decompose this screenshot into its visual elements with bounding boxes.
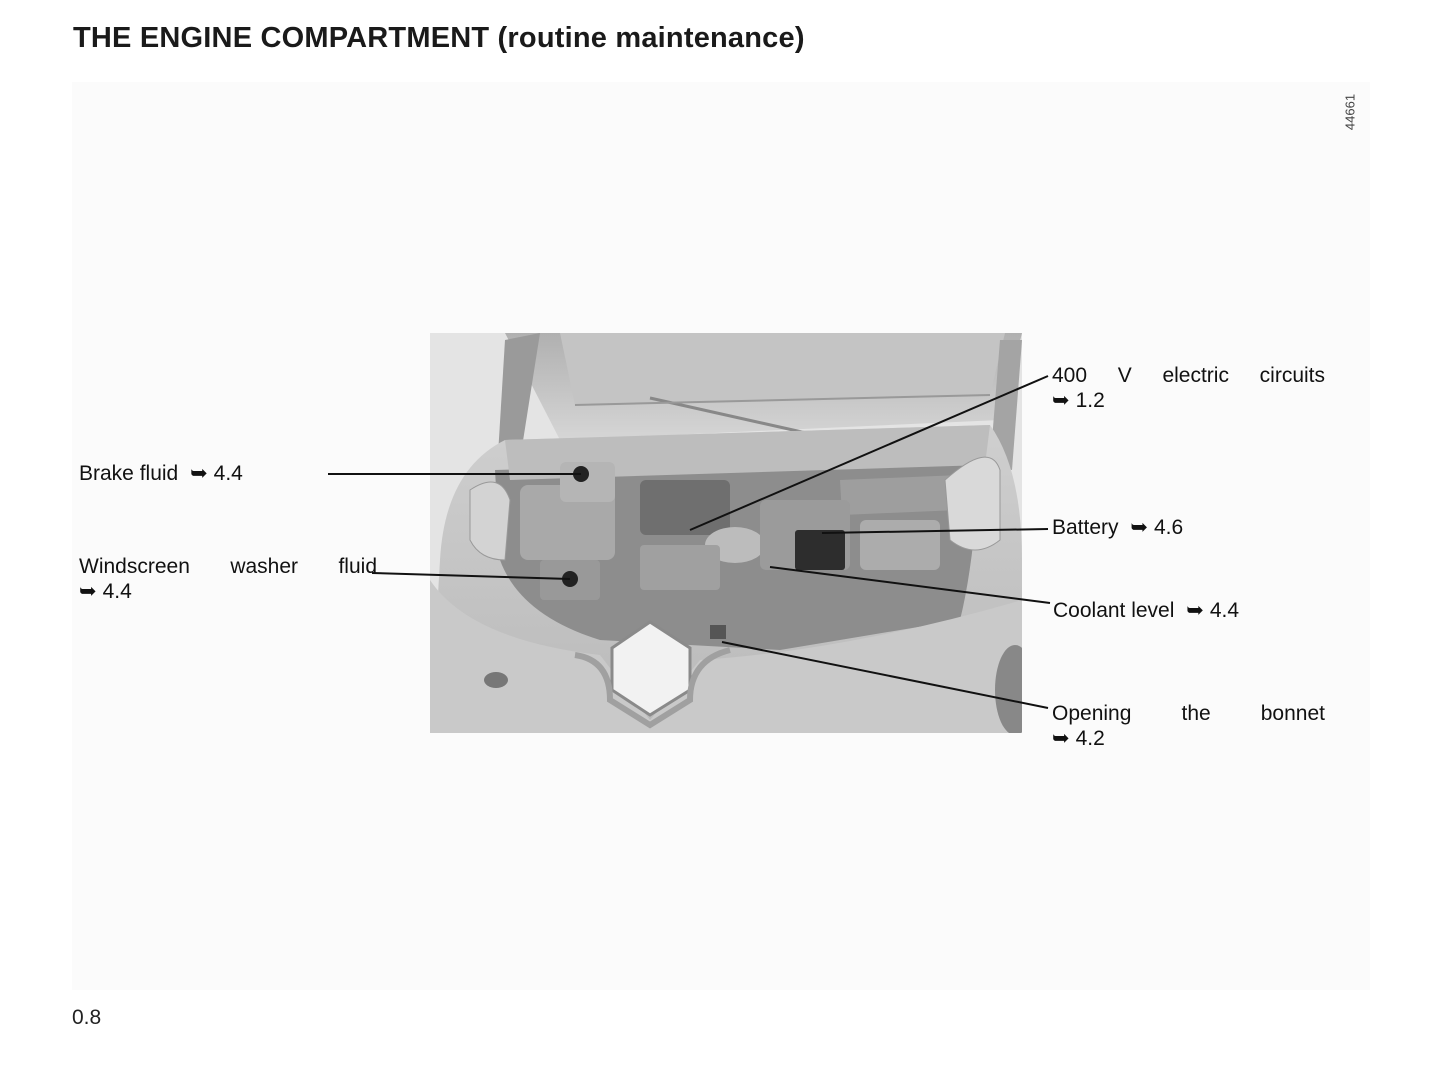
washer-fluid-label: Windscreen washer fluid	[79, 555, 377, 578]
reference-arrow-icon: ➥	[1052, 389, 1070, 412]
reference-arrow-icon: ➥	[1052, 727, 1070, 750]
coolant-callout: Coolant level ➥4.4	[1053, 598, 1239, 623]
electric-circuits-callout: 400 V electric circuits ➥1.2	[1052, 363, 1325, 413]
bonnet-callout: Opening the bonnet ➥4.2	[1052, 701, 1325, 751]
coolant-label: Coolant level	[1053, 599, 1175, 622]
reference-arrow-icon: ➥	[1186, 599, 1204, 622]
page-title: THE ENGINE COMPARTMENT (routine maintena…	[73, 22, 805, 54]
electric-circuits-label: 400 V electric circuits	[1052, 364, 1325, 387]
bonnet-label: Opening the bonnet	[1052, 702, 1325, 725]
reference-arrow-icon: ➥	[79, 580, 97, 603]
reference-arrow-icon: ➥	[190, 462, 208, 485]
page-number: 0.8	[72, 1006, 102, 1029]
coolant-ref[interactable]: 4.4	[1209, 599, 1240, 622]
reference-arrow-icon: ➥	[1130, 516, 1148, 539]
washer-fluid-callout: Windscreen washer fluid ➥4.4	[79, 554, 377, 604]
battery-ref[interactable]: 4.6	[1153, 516, 1184, 539]
washer-fluid-ref[interactable]: 4.4	[102, 580, 132, 603]
battery-callout: Battery ➥4.6	[1052, 515, 1183, 540]
brake-fluid-ref[interactable]: 4.4	[213, 462, 243, 485]
electric-circuits-ref[interactable]: 1.2	[1075, 389, 1105, 412]
brake-fluid-callout: Brake fluid ➥4.4	[79, 461, 243, 486]
battery-label: Battery	[1052, 516, 1119, 539]
bonnet-ref[interactable]: 4.2	[1075, 727, 1105, 750]
brake-fluid-label: Brake fluid	[79, 462, 179, 485]
